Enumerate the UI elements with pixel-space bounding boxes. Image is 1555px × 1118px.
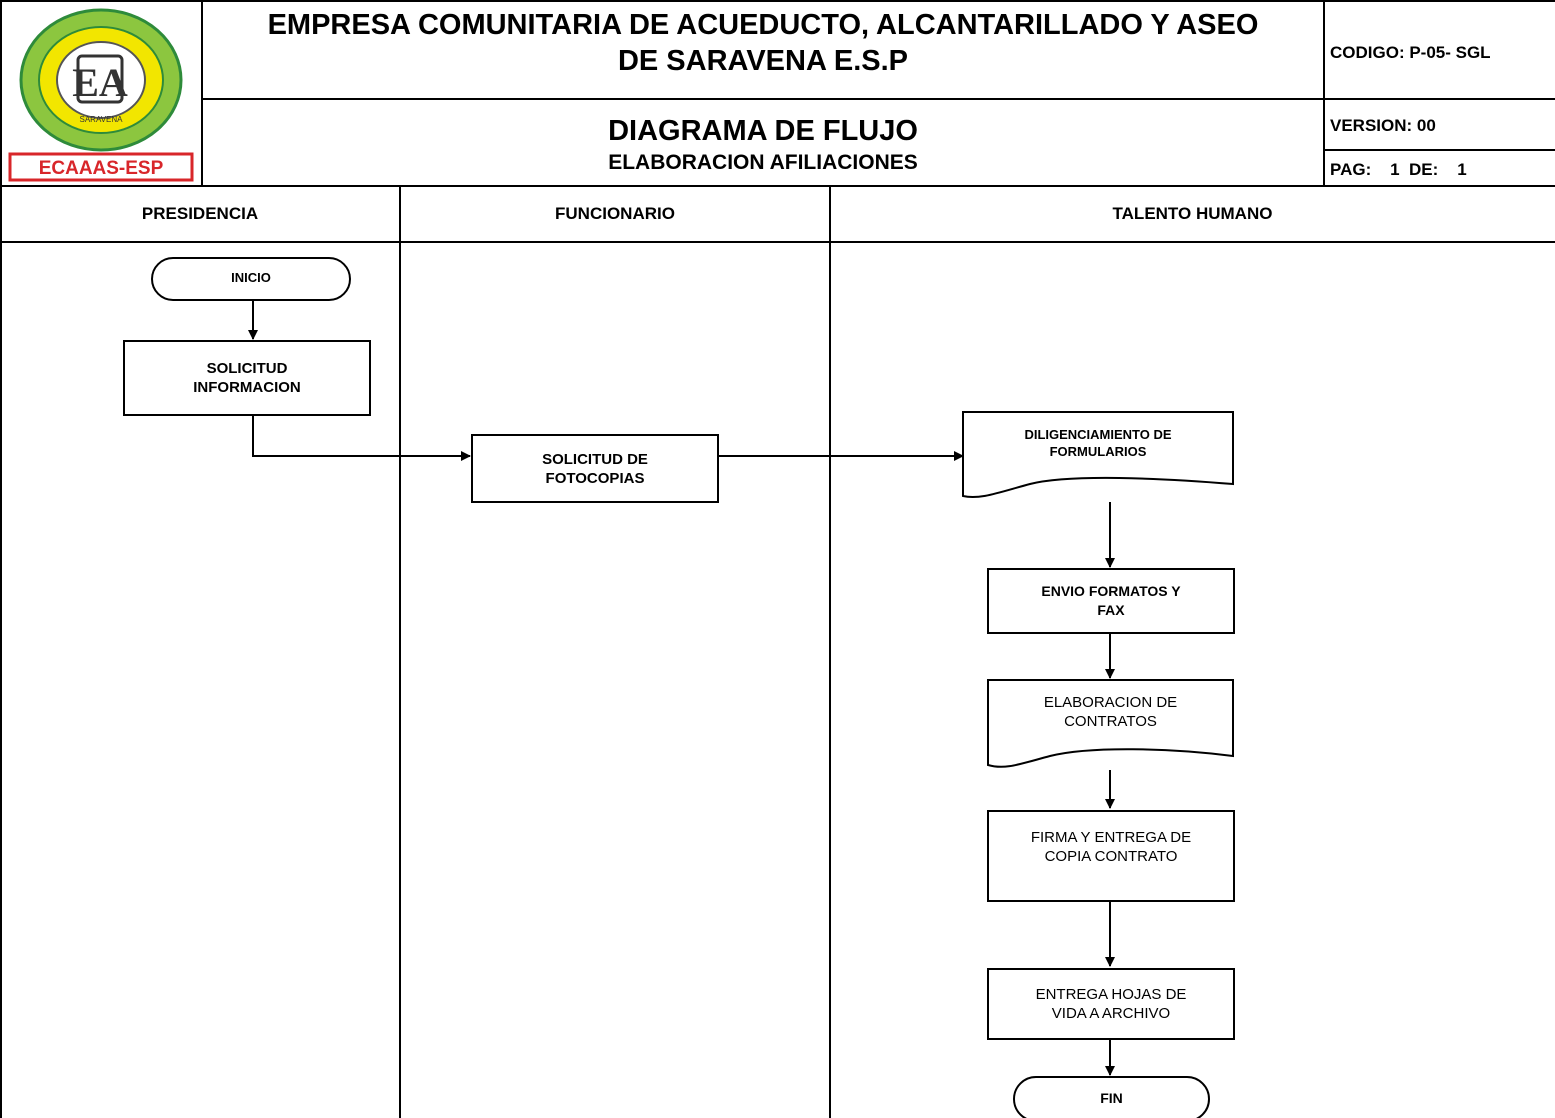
header-meta-line (1323, 149, 1555, 151)
node-inicio-shape (151, 257, 351, 301)
document-version: VERSION: 00 (1330, 116, 1436, 135)
node-elaboracion-contratos: ELABORACION DE CONTRATOS (1043, 694, 1178, 730)
header-bottom-line (0, 185, 1555, 187)
node-entrega-hojas-label: ENTREGA HOJAS DE VIDA A ARCHIVO (1035, 986, 1187, 1022)
document-page: PAG: 1 DE: 1 (1330, 160, 1467, 179)
company-name-line2: DE SARAVENA E.S.P (617, 45, 909, 77)
node-solicitud-informacion: SOLICITUD INFORMACION (123, 340, 371, 416)
logo-town: SARAVENA (80, 115, 124, 124)
node-solicitud-informacion-label: SOLICITUD INFORMACION (193, 360, 301, 396)
logo-banner: ECAAAS-ESP (39, 158, 164, 179)
document-title: DIAGRAMA DE FLUJO (608, 115, 918, 147)
lane-divider-2 (829, 185, 831, 1118)
lane-header-talento-humano: TALENTO HUMANO (1112, 204, 1273, 223)
node-solicitud-fotocopias-label: SOLICITUD DE FOTOCOPIAS (542, 450, 648, 487)
node-entrega-hojas: ENTREGA HOJAS DE VIDA A ARCHIVO (987, 968, 1235, 1040)
lane-divider-1 (399, 185, 401, 1118)
node-firma-entrega: FIRMA Y ENTREGA DE COPIA CONTRATO (987, 810, 1235, 902)
lane-header-funcionario: FUNCIONARIO (555, 204, 675, 223)
node-envio-formatos: ENVIO FORMATOS Y FAX (987, 568, 1235, 634)
lane-header-bottom (0, 241, 1555, 243)
header-divider-meta (1323, 0, 1325, 186)
node-fin-shape (1013, 1076, 1210, 1118)
node-diligenciamiento-shape (962, 411, 1234, 499)
header-mid-line (201, 98, 1555, 100)
node-solicitud-fotocopias: SOLICITUD DE FOTOCOPIAS (471, 434, 719, 503)
company-logo: EA SARAVENA ECAAAS-ESP (8, 4, 194, 182)
node-inicio: INICIO (231, 270, 271, 285)
header-divider-logo (201, 0, 203, 186)
left-border (0, 0, 2, 1118)
node-envio-formatos-label: ENVIO FORMATOS Y FAX (1041, 583, 1181, 618)
company-name-line1: EMPRESA COMUNITARIA DE ACUEDUCTO, ALCANT… (267, 9, 1259, 41)
lane-header-presidencia: PRESIDENCIA (141, 204, 259, 223)
logo-graphic: EA SARAVENA ECAAAS-ESP (8, 8, 194, 182)
node-elaboracion-shape (987, 679, 1234, 768)
document-code: CODIGO: P-05- SGL (1330, 43, 1491, 62)
node-firma-entrega-label: FIRMA Y ENTREGA DE COPIA CONTRATO (1030, 829, 1192, 865)
header-top-border (0, 0, 1555, 2)
node-diligenciamiento: DILIGENCIAMIENTO DE FORMULARIOS (1024, 427, 1172, 459)
logo-center-text: EA (72, 60, 128, 105)
node-fin: FIN (1100, 1090, 1123, 1106)
document-subtitle: ELABORACION AFILIACIONES (608, 151, 918, 174)
arrow-solicitud-to-fotocopias (252, 416, 471, 461)
